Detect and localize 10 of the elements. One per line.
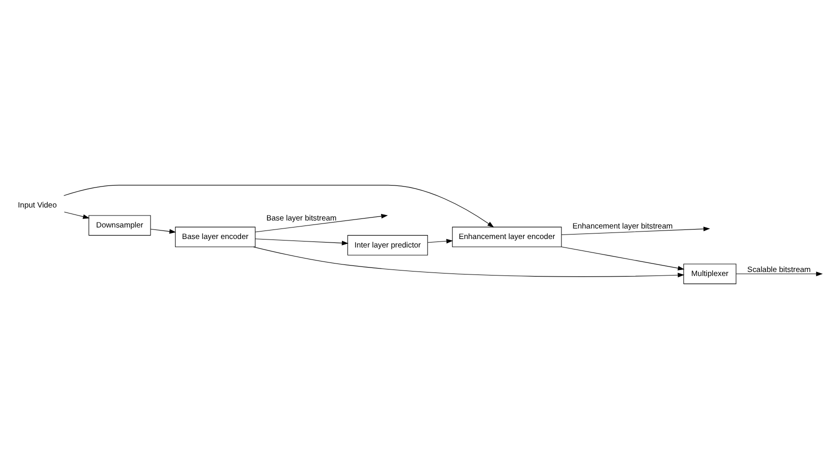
arrow: [255, 213, 388, 232]
arrow: [255, 238, 348, 245]
arrow: [150, 228, 176, 234]
arrow: [561, 246, 684, 270]
arrow: [253, 246, 684, 277]
arrow: [736, 271, 823, 276]
arrow: [427, 238, 453, 243]
arrow: [64, 211, 90, 218]
arrow: [64, 184, 494, 227]
arrow: [561, 226, 710, 235]
